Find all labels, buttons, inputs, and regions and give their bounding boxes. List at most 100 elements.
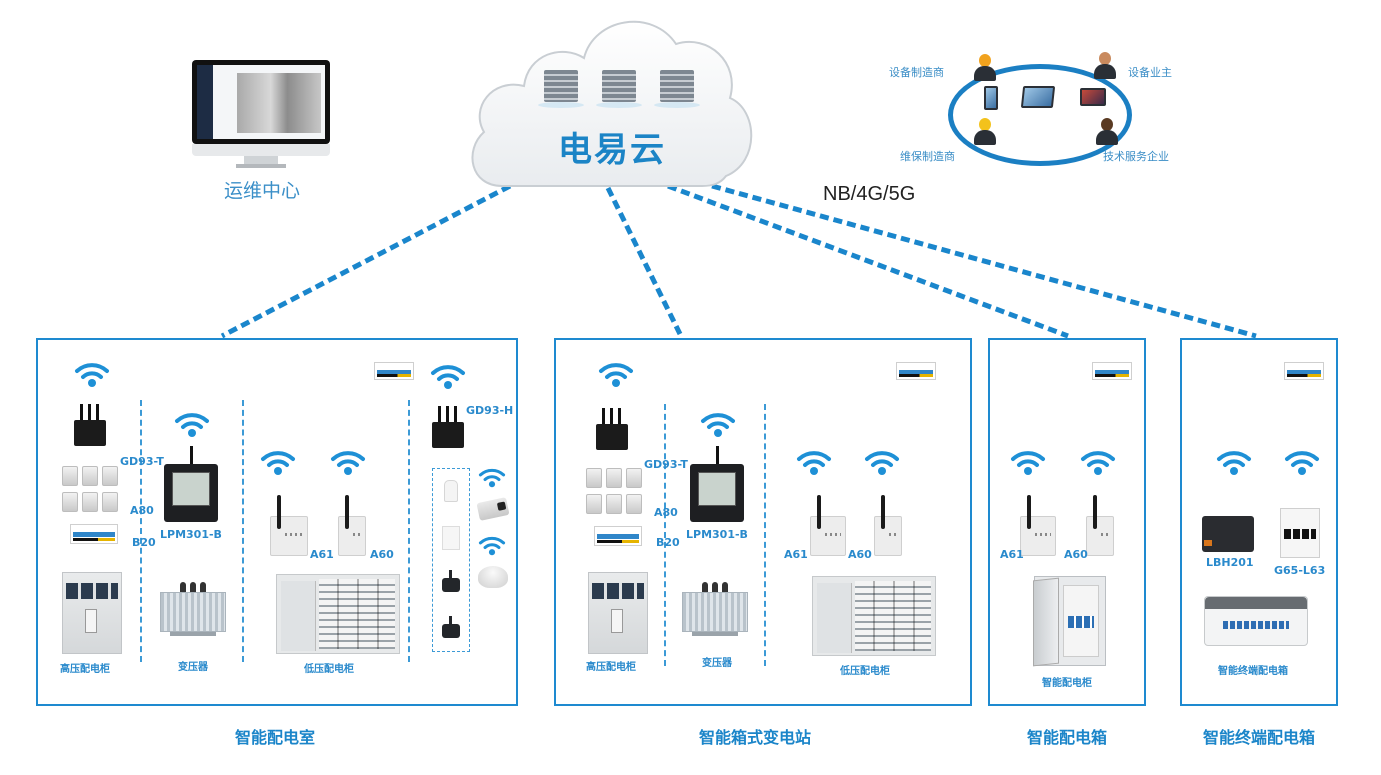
cloud-title: 电易云 — [558, 130, 666, 170]
link-to-distribution-room — [220, 183, 512, 339]
wifi-icon — [865, 451, 899, 475]
stakeholder-tech-service: 技术服务企业 — [1103, 150, 1169, 163]
device-label-lbh201: LBH201 — [1206, 556, 1254, 569]
wifi-icon — [261, 451, 295, 475]
controller-device — [1202, 516, 1254, 552]
meter-device — [594, 526, 642, 546]
stakeholder-maintenance: 维保制造商 — [900, 150, 955, 163]
device-label-a60: A60 — [848, 548, 872, 561]
device-label-gd93t: GD93-T — [644, 458, 688, 471]
wifi-icon — [431, 365, 465, 389]
wifi-icon — [331, 451, 365, 475]
gateway-device — [74, 404, 106, 446]
transformer — [682, 580, 748, 636]
stakeholder-owner: 设备业主 — [1128, 66, 1172, 79]
env-gateway-device — [432, 406, 464, 448]
device-label-a61: A61 — [310, 548, 334, 561]
divider — [408, 400, 410, 662]
device-label-a61: A61 — [1000, 548, 1024, 561]
device-label-g65l63: G65-L63 — [1274, 564, 1326, 577]
divider — [140, 400, 142, 662]
env-sensor-group — [432, 468, 470, 652]
wifi-icon — [797, 451, 831, 475]
panel-distribution-room: GD93-T A80 B20 高压配电柜 LPM301-B 变压器 A61 A6… — [36, 338, 518, 706]
person-icon — [1096, 118, 1118, 146]
wifi-icon — [478, 536, 506, 556]
panel-box-substation: GD93-T A80 B20 高压配电柜 LPM301-B 变压器 A61 A6… — [554, 338, 972, 706]
link-to-distribution-box — [667, 183, 1069, 339]
person-icon — [1094, 52, 1116, 80]
device-label-gd93h: GD93-H — [466, 404, 514, 417]
hv-cabinet — [588, 572, 648, 654]
meter-device — [70, 524, 118, 544]
lv-cabinet — [276, 574, 400, 654]
panel-distribution-box: A61 A60 智能配电柜 — [988, 338, 1146, 706]
temp-humidity-sensor — [442, 616, 460, 638]
transformer — [160, 580, 226, 636]
temperature-sensors — [586, 468, 644, 514]
ops-center-label: 运维中心 — [223, 180, 300, 202]
wireless-module-a60 — [874, 495, 902, 556]
wifi-icon — [701, 413, 735, 437]
phone-icon — [984, 86, 998, 110]
device-label-b20: B20 — [656, 536, 680, 549]
wireless-module-a61 — [270, 495, 308, 556]
person-icon — [974, 118, 996, 146]
gateway-device — [596, 408, 628, 450]
caption-terminal-box: 智能终端配电箱 — [1218, 666, 1288, 677]
network-type-label: NB/4G/5G — [823, 183, 916, 205]
wifi-icon — [1285, 451, 1319, 475]
water-leak-sensor — [442, 570, 460, 592]
divider — [242, 400, 244, 662]
link-to-terminal-box — [711, 183, 1257, 339]
lv-cabinet — [812, 576, 936, 656]
wifi-icon — [1217, 451, 1251, 475]
server-icon — [538, 70, 584, 108]
pir-sensor — [444, 480, 458, 502]
device-label-b20: B20 — [132, 536, 156, 549]
wireless-module-a61 — [810, 495, 846, 556]
meter-device — [1092, 362, 1132, 380]
smoke-detector — [478, 566, 508, 588]
wireless-module-a60 — [338, 495, 366, 556]
power-meter-device — [164, 446, 218, 522]
wifi-icon — [175, 413, 209, 437]
caption-lv-cabinet: 低压配电柜 — [304, 664, 354, 675]
panel-title-distribution-box: 智能配电箱 — [1026, 728, 1107, 747]
divider — [664, 404, 666, 666]
caption-transformer: 变压器 — [178, 662, 208, 673]
server-icon — [596, 70, 642, 108]
terminal-distribution-box — [1204, 596, 1308, 646]
cloud-platform: 电易云 — [462, 0, 762, 188]
power-meter-device — [690, 446, 744, 522]
meter-device — [374, 362, 414, 380]
device-label-a80: A80 — [654, 506, 678, 519]
wifi-icon — [75, 363, 109, 387]
wifi-icon — [1081, 451, 1115, 475]
server-icon — [654, 70, 700, 108]
device-label-lpm301b: LPM301-B — [160, 528, 222, 541]
monitor-icon — [192, 60, 332, 170]
panel-title-distribution-room: 智能配电室 — [234, 728, 315, 747]
meter-device — [896, 362, 936, 380]
wireless-module-a60 — [1086, 495, 1114, 556]
stakeholder-ring — [948, 64, 1132, 166]
person-icon — [974, 54, 996, 82]
tablet-icon — [1020, 86, 1056, 108]
temperature-sensors — [62, 466, 120, 512]
stakeholder-manufacturer: 设备制造商 — [889, 66, 944, 79]
panel-title-box-substation: 智能箱式变电站 — [698, 728, 811, 747]
device-label-a60: A60 — [370, 548, 394, 561]
caption-smart-cabinet: 智能配电柜 — [1042, 678, 1092, 689]
panel-title-terminal-box: 智能终端配电箱 — [1202, 728, 1315, 747]
device-label-a61: A61 — [784, 548, 808, 561]
device-label-a80: A80 — [130, 504, 154, 517]
laptop-icon — [1080, 88, 1106, 106]
caption-transformer: 变压器 — [702, 658, 732, 669]
hv-cabinet — [62, 572, 122, 654]
device-label-gd93t: GD93-T — [120, 455, 164, 468]
wifi-icon — [1011, 451, 1045, 475]
caption-hv-cabinet: 高压配电柜 — [586, 662, 636, 673]
panel-terminal-box: LBH201 G65-L63 智能终端配电箱 — [1180, 338, 1338, 706]
caption-hv-cabinet: 高压配电柜 — [60, 664, 110, 675]
